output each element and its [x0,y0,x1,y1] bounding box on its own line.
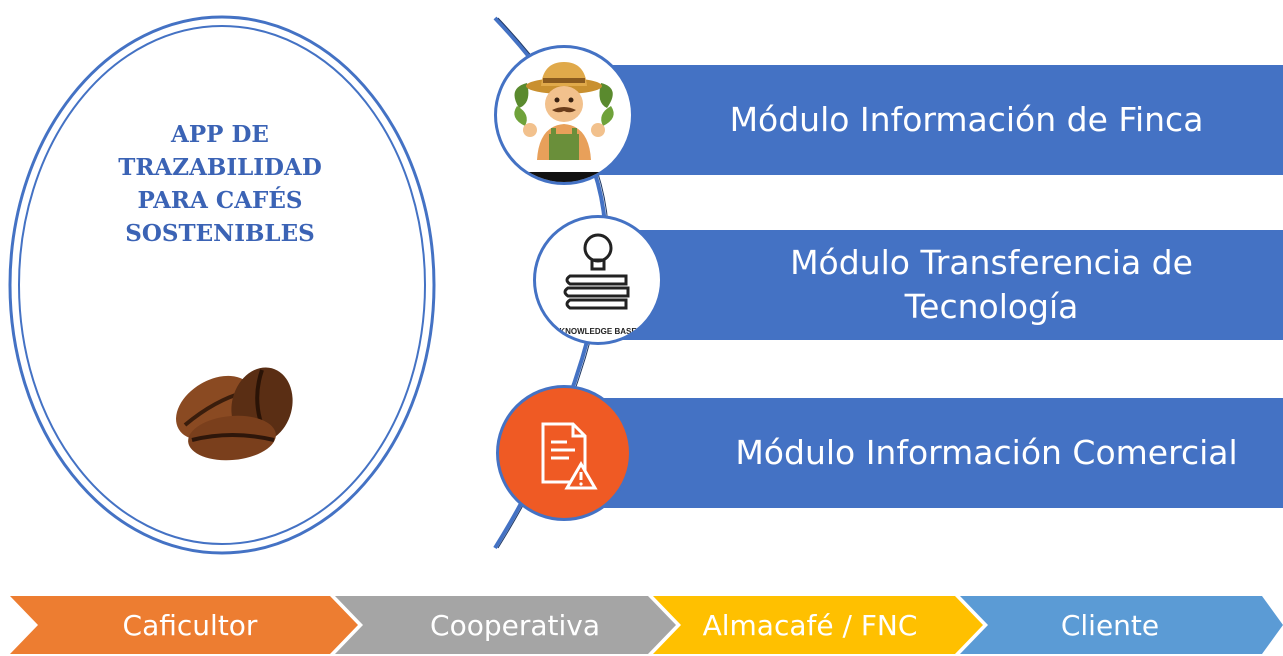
document-warning-icon-circle [496,385,632,521]
chevron-caficultor [10,596,358,654]
coffee-bean-icon [176,367,293,461]
process-step-label: Cooperativa [430,609,600,642]
knowledge-base-icon [563,233,630,310]
module-finca-label: Módulo Información de Finca [729,100,1204,139]
knowledge-base-caption: KNOWLEDGE BASE [559,327,637,336]
app-title-line: PARA CAFÉS [137,187,303,214]
chevron-almacafe [653,596,983,654]
module-transferencia[interactable]: Módulo Transferencia de Tecnología [580,230,1283,340]
process-step-label: Cliente [1060,609,1160,642]
module-transferencia-label: Módulo Transferencia de Tecnología [790,243,1193,326]
chevron-cooperativa [335,596,676,654]
knowledge-base-icon-circle: KNOWLEDGE BASE [533,215,663,345]
process-step-label: Almacafé / FNC [702,609,918,642]
module-comercial[interactable]: Módulo Información Comercial [570,398,1283,508]
farmer-icon [497,62,631,182]
module-finca[interactable]: Módulo Información de Finca [570,65,1283,175]
document-warning-icon [541,422,598,490]
app-title-line: SOSTENIBLES [125,220,315,247]
module-comercial-label: Módulo Información Comercial [735,433,1238,472]
farmer-icon-circle [494,45,634,185]
app-title-line: TRAZABILIDAD [118,154,322,181]
chevron-cliente [960,596,1283,654]
app-title: APP DE TRAZABILIDAD PARA CAFÉS SOSTENIBL… [100,118,340,250]
process-chevrons [10,596,1283,654]
process-step-label: Caficultor [122,609,258,642]
app-ellipse [8,15,436,555]
app-title-line: APP DE [171,121,269,148]
